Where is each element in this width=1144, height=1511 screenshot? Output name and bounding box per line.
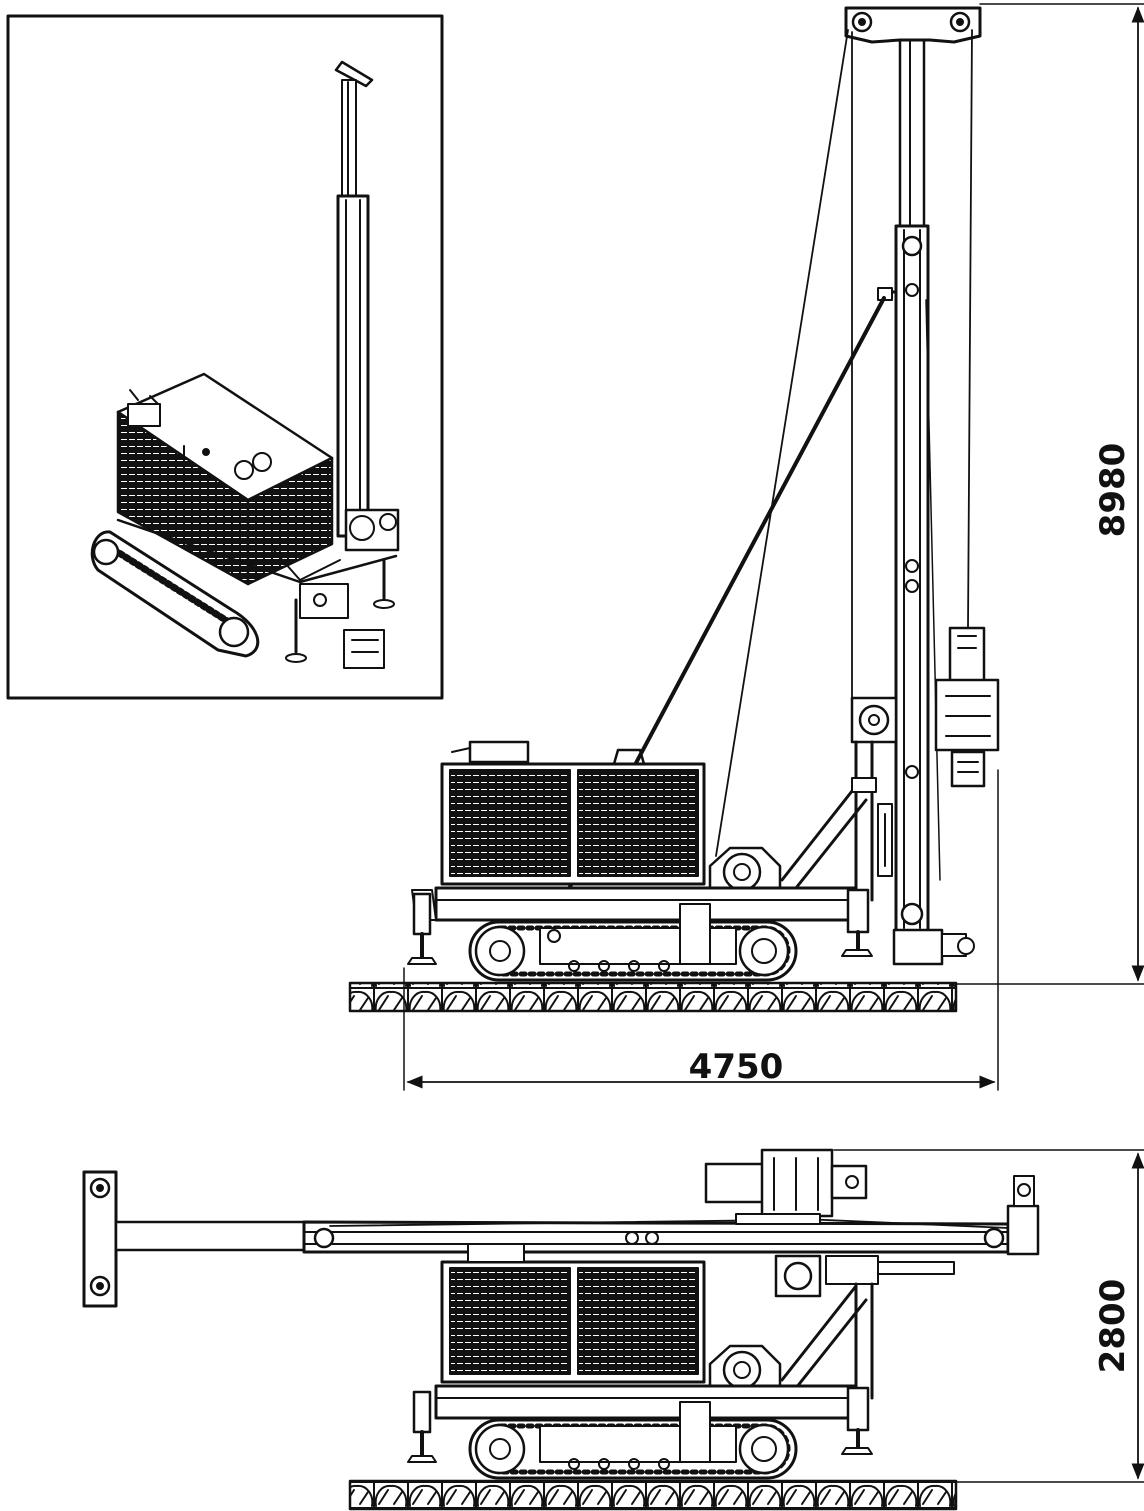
- winch: [850, 696, 898, 744]
- mast-extension: [898, 38, 926, 230]
- mast-crown: [844, 6, 982, 44]
- iso-power-pack: [116, 372, 334, 586]
- inset-frame: [6, 14, 444, 700]
- transport-slewing-mount: [708, 1344, 782, 1396]
- iso-drill-head: [343, 508, 400, 669]
- a-frame: [780, 740, 893, 902]
- transport-rotary-head: [704, 1148, 868, 1225]
- isometric-view-panel: [6, 14, 444, 700]
- dimension-height-erect: [955, 3, 1144, 985]
- iso-chassis: [116, 518, 398, 663]
- transport-winch: [774, 1254, 955, 1298]
- height-erect-label: 8980: [1093, 443, 1133, 538]
- wire-ropes: [715, 29, 973, 881]
- side-view-transport: [82, 1148, 1144, 1511]
- length-label: 4750: [689, 1047, 784, 1087]
- iso-mast: [334, 60, 374, 538]
- main-mast: [877, 224, 930, 934]
- dimension-height-transport: [833, 1149, 1144, 1483]
- transport-mast-extension: [82, 1170, 308, 1308]
- ground-erect: [348, 981, 958, 1013]
- ground-transport: [348, 1479, 958, 1511]
- transport-outriggers: [407, 1386, 873, 1463]
- dimension-length: [403, 769, 999, 1091]
- rod-clamp: [892, 928, 975, 966]
- iso-crawler-track: [90, 530, 260, 658]
- transport-chassis: [434, 1384, 858, 1420]
- transport-main-mast: [302, 1217, 1010, 1254]
- side-view-erect: [348, 3, 1144, 1091]
- transport-power-pack: [440, 1243, 706, 1384]
- transport-mast-head: [1006, 1175, 1040, 1256]
- transport-a-frame: [780, 1282, 874, 1400]
- rotary-head: [934, 626, 1000, 788]
- outriggers: [407, 888, 873, 965]
- crawler-track: [468, 903, 798, 982]
- transport-crawler-track: [468, 1401, 798, 1480]
- chassis: [411, 886, 858, 922]
- power-pack: [440, 740, 706, 886]
- height-transport-label: 2800: [1093, 1279, 1133, 1374]
